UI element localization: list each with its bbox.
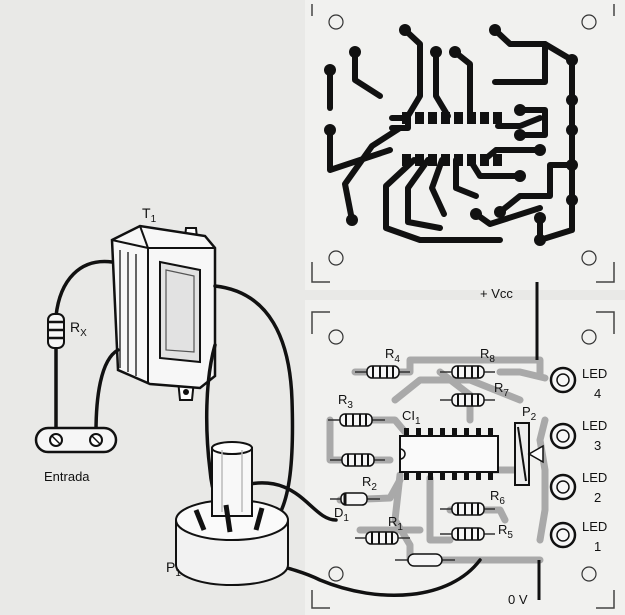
mounting-hole [581,14,597,30]
mounting-hole [328,329,344,345]
corner-mark [311,262,330,283]
label-r3: R3 [338,392,353,411]
ic-ci1 [399,428,499,480]
wire-to-rx [54,259,114,318]
label-r6: R6 [490,488,505,507]
label-r1: R1 [388,514,403,533]
led-3 [549,422,577,450]
label-led1: LED [582,519,607,534]
resistor-r7 [440,393,495,407]
label-r7: R7 [494,380,509,399]
label-led2-num: 2 [594,490,601,505]
corner-mark [311,590,330,609]
resistor-unlabeled [330,453,385,467]
labels: T1 RX Entrada P1 + Vcc 0 V R4 R8 R7 R3 C… [44,205,607,607]
label-d1: D1 [334,505,349,524]
label-led1-num: 1 [594,539,601,554]
label-ground: 0 V [508,592,528,607]
resistor-r1 [355,531,410,545]
mounting-hole [581,250,597,266]
corner-mark [596,590,615,609]
corner-mark [596,311,615,334]
copper-pads [324,24,578,246]
label-r4: R4 [385,346,400,365]
trimmer-p2 [514,422,544,486]
led-2 [549,473,577,501]
label-led4-num: 4 [594,386,601,401]
label-r8: R8 [480,346,495,365]
led-1 [549,521,577,549]
pcb-copper-panel [305,0,625,290]
label-r2: R2 [362,474,377,493]
corner-mark [596,262,615,283]
resistor-r8 [440,365,495,379]
resistor-r6 [440,502,495,516]
label-led2: LED [582,470,607,485]
wire-pot-to-board-top [238,481,338,522]
diode-d1 [330,492,380,506]
label-rx: RX [70,319,87,339]
label-p2: P2 [522,404,537,423]
bottom-component [395,553,455,567]
resistor-r3 [328,413,385,427]
resistor-rx [47,313,65,349]
label-t1: T1 [142,205,157,225]
label-vcc: + Vcc [480,286,513,301]
corner-mark [311,311,330,334]
led-4 [549,366,577,394]
mounting-hole [581,566,597,582]
label-input: Entrada [44,469,90,484]
wires [54,259,482,597]
label-led4: LED [582,366,607,381]
label-p1: P1 [166,559,181,579]
mounting-hole [581,329,597,345]
mounting-hole [328,250,344,266]
label-led3: LED [582,418,607,433]
mounting-hole [328,14,344,30]
ic-pads [402,112,502,166]
pcb-copper-layout [305,0,625,290]
resistor-r4 [355,365,410,379]
resistor-r5 [440,527,495,541]
potentiometer-p1 [175,441,289,586]
label-led3-num: 3 [594,438,601,453]
mounting-hole [328,566,344,582]
label-r5: R5 [498,522,513,541]
wire-transformer-to-input [94,348,120,434]
pcb-component-layout [305,282,625,615]
label-ci1: CI1 [402,408,421,427]
input-terminal [34,426,118,454]
transformer-t1 [110,224,217,401]
wire-to-pot-right [213,284,295,522]
